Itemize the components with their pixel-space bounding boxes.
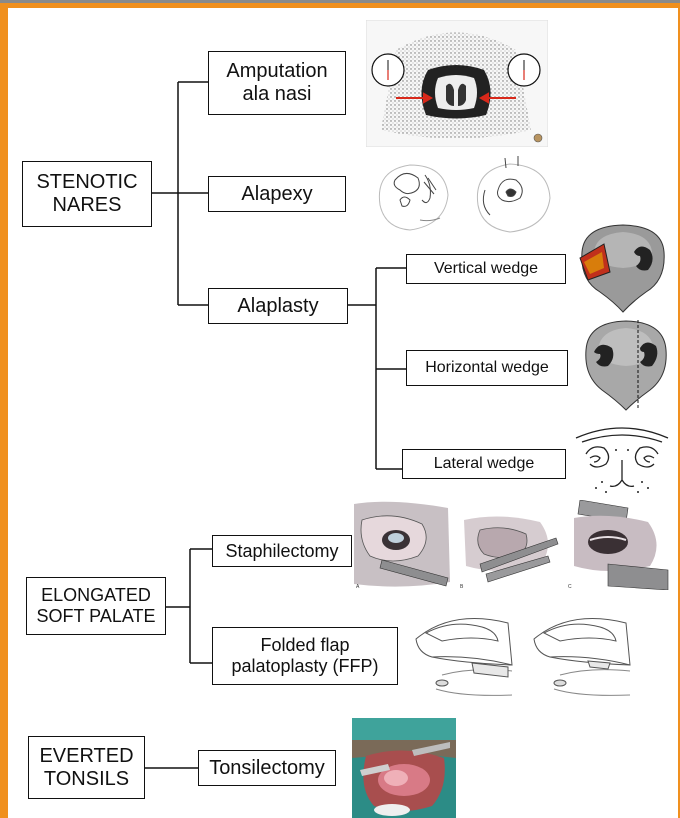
panel-letter-b: B bbox=[460, 584, 464, 590]
everted-tonsils-node: EVERTED TONSILS bbox=[28, 736, 145, 799]
staphilectomy-illustrations: A B C bbox=[352, 500, 672, 590]
amputation-ala-nasi-node: Amputation ala nasi bbox=[208, 51, 346, 115]
clock-icon bbox=[372, 54, 404, 86]
vertical-wedge-node: Vertical wedge bbox=[406, 254, 566, 284]
tonsilectomy-node: Tonsilectomy bbox=[198, 750, 336, 786]
alapexy-illustration bbox=[370, 150, 560, 240]
ffp-skull-sagittal-illustrations bbox=[412, 605, 634, 705]
lateral-wedge-node: Lateral wedge bbox=[402, 449, 566, 479]
clock-icon bbox=[508, 54, 540, 86]
horizontal-wedge-nose-illustration bbox=[580, 318, 672, 412]
alaplasty-node: Alaplasty bbox=[208, 288, 348, 324]
stenotic-nares-node: STENOTIC NARES bbox=[22, 161, 152, 227]
alapexy-node: Alapexy bbox=[208, 176, 346, 212]
staphilectomy-node: Staphilectomy bbox=[212, 535, 352, 567]
elongated-soft-palate-node: ELONGATED SOFT PALATE bbox=[26, 577, 166, 635]
staphilectomy-panel-c: C bbox=[568, 500, 668, 590]
panel-letter-c: C bbox=[568, 584, 572, 590]
lateral-wedge-nose-illustration bbox=[572, 420, 672, 502]
staphilectomy-panel-b: B bbox=[460, 516, 558, 590]
staphilectomy-panel-a: A bbox=[354, 502, 450, 590]
tonsilectomy-surgery-photo bbox=[352, 718, 456, 818]
amputation-nose-illustration bbox=[366, 20, 548, 147]
folded-flap-palatoplasty-node: Folded flap palatoplasty (FFP) bbox=[212, 627, 398, 685]
panel-letter-a: A bbox=[356, 584, 360, 590]
horizontal-wedge-node: Horizontal wedge bbox=[406, 350, 568, 386]
vertical-wedge-nose-illustration bbox=[574, 222, 672, 314]
